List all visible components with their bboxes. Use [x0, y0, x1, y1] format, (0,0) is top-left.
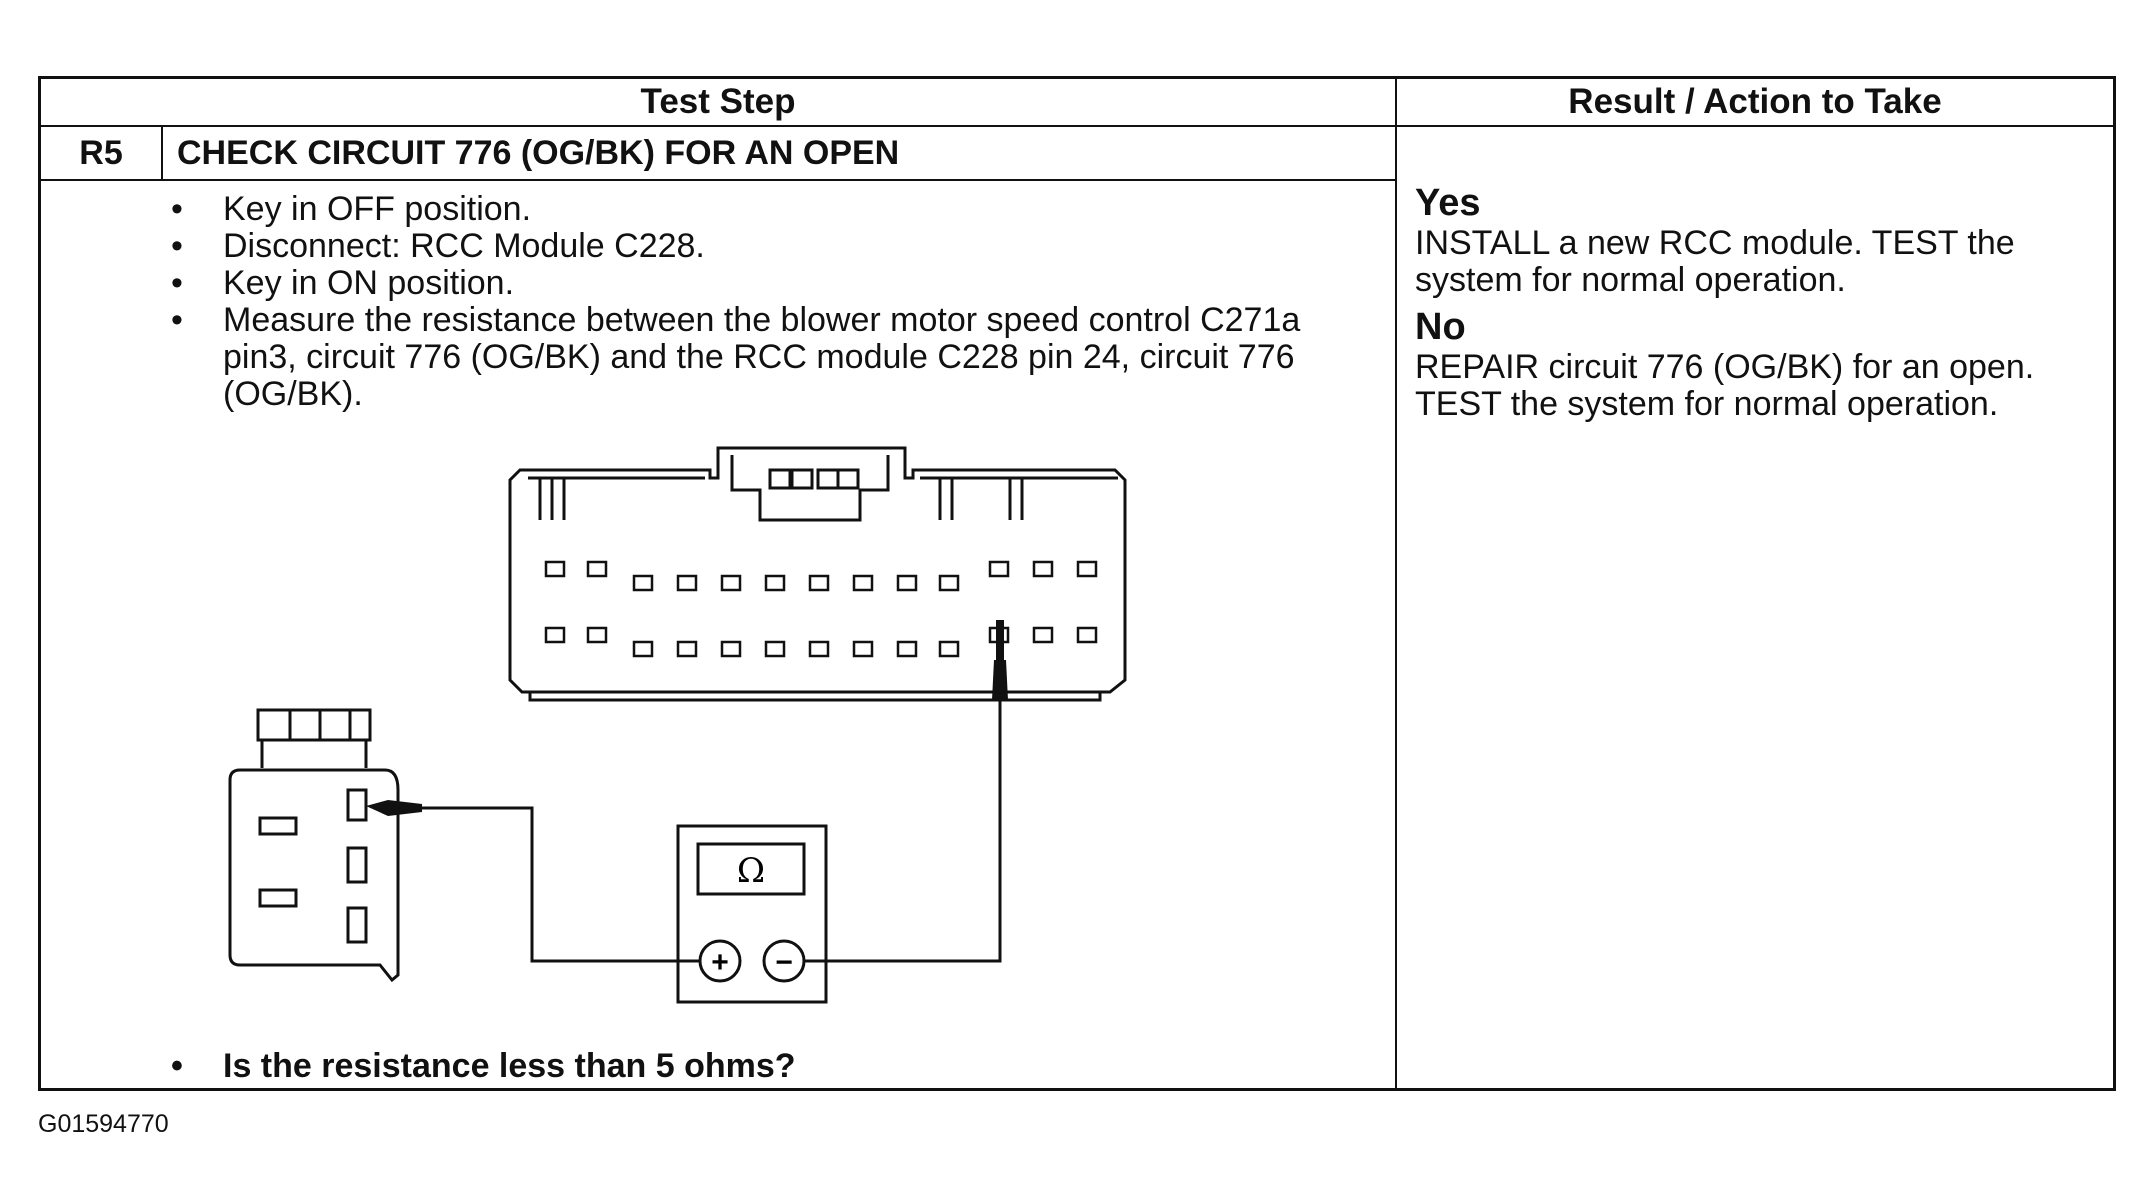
- instruction-item: Key in ON position.: [167, 265, 1377, 303]
- header-divider: [41, 125, 2113, 127]
- minus-terminal-label: −: [775, 946, 793, 979]
- instruction-item: Key in OFF position.: [167, 191, 1377, 229]
- plus-terminal-label: +: [711, 946, 729, 979]
- blower-motor-connector: [228, 708, 400, 983]
- ohm-symbol: Ω: [737, 851, 765, 891]
- instruction-item: Measure the resistance between the blowe…: [167, 302, 1377, 413]
- test-step-header: Test Step: [640, 82, 796, 121]
- test-leads: [420, 700, 1002, 963]
- connector-pins: [544, 560, 1098, 658]
- ohmmeter: [676, 824, 828, 1004]
- figure-id: G01594770: [38, 1110, 169, 1138]
- test-step-table: Test Step Result / Action to Take R5 CHE…: [38, 76, 2116, 1091]
- step-number-divider: [161, 127, 163, 179]
- step-title: CHECK CIRCUIT 776 (OG/BK) FOR AN OPEN: [177, 134, 900, 172]
- instruction-item: Disconnect: RCC Module C228.: [167, 228, 1377, 266]
- result-no-label: No: [1415, 306, 1466, 348]
- step-instructions: Key in OFF position. Disconnect: RCC Mod…: [167, 191, 1377, 413]
- test-probes: [366, 620, 1008, 816]
- resistance-question: Is the resistance less than 5 ohms?: [167, 1046, 796, 1086]
- result-yes-label: Yes: [1415, 182, 1481, 224]
- column-divider: [1395, 79, 1397, 1088]
- step-number: R5: [79, 134, 123, 172]
- result-action-header: Result / Action to Take: [1568, 82, 1942, 121]
- result-yes-text: INSTALL a new RCC module. TEST the syste…: [1415, 224, 2015, 299]
- result-no-text: REPAIR circuit 776 (OG/BK) for an open. …: [1415, 348, 2035, 423]
- step-title-divider: [41, 179, 1395, 181]
- rcc-module-connector: [508, 446, 1127, 702]
